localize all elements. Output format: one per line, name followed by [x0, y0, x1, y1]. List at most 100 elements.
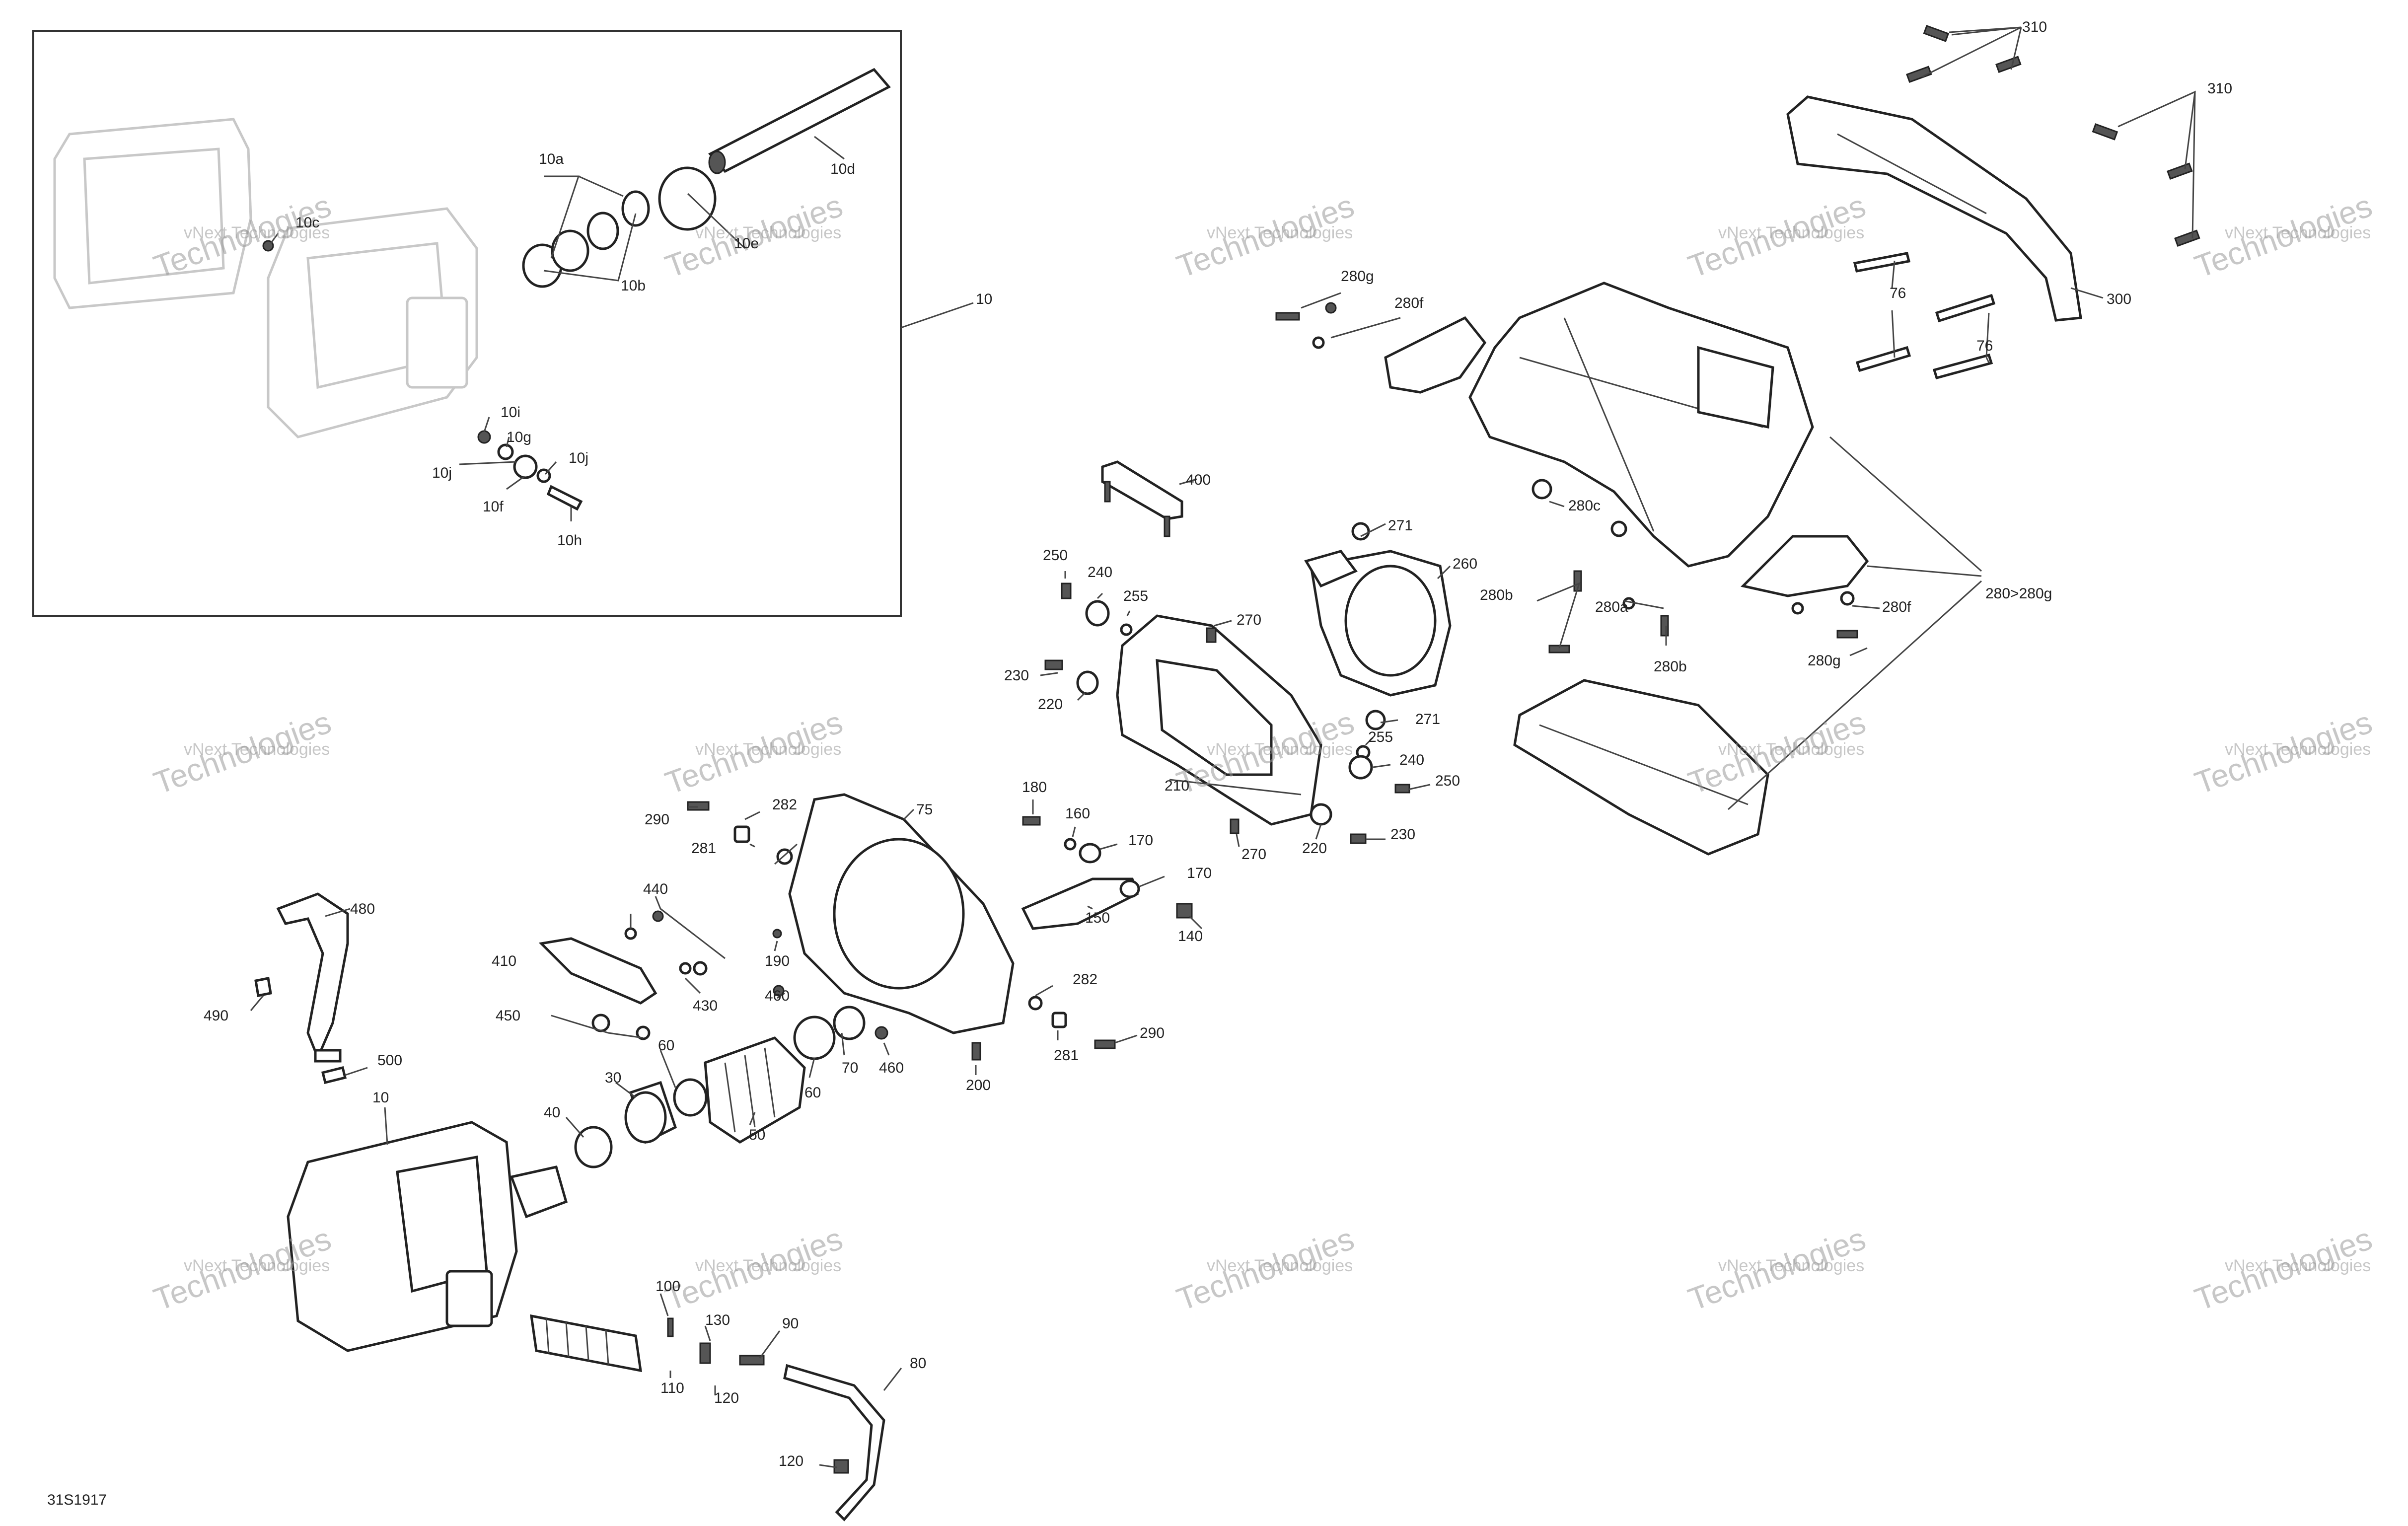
callout-label: 450 — [496, 1008, 520, 1024]
bolts-76 — [1853, 252, 1996, 380]
callout-label: 300 — [2107, 291, 2131, 307]
shield-280f-lower — [1741, 535, 1869, 597]
callout-label: 220 — [1302, 840, 1327, 857]
callout-label: 460 — [765, 988, 790, 1004]
callout-label: 280g — [1341, 268, 1374, 285]
callout-label: 75 — [916, 801, 933, 818]
bellows-100 — [530, 1314, 642, 1373]
callout-label: 60 — [804, 1085, 821, 1101]
callout-label: 460 — [879, 1060, 904, 1076]
callout-label: 280f — [1882, 599, 1911, 615]
callout-label: 90 — [782, 1315, 799, 1332]
hardware-10f-10j — [262, 240, 583, 511]
watermark: vNext Technologies — [1207, 223, 1353, 242]
callout-label: 50 — [749, 1127, 765, 1143]
callout-label: 10 — [372, 1090, 389, 1106]
heat-shield-lower — [1513, 679, 1769, 856]
mid-leaders — [1032, 478, 1451, 930]
callout-label: 10h — [557, 532, 582, 549]
callout-label: 210 — [1165, 778, 1189, 794]
callout-label: 200 — [966, 1077, 991, 1093]
link-arm-150 — [1021, 816, 1193, 930]
bracket-300 — [1786, 95, 2082, 322]
frame-210 — [1116, 614, 1322, 826]
callout-label: 280g — [1808, 653, 1841, 669]
callout-label: 170 — [1187, 865, 1212, 881]
watermark: vNext Technologies — [1718, 740, 1864, 759]
callout-label: 170 — [1128, 832, 1153, 849]
callout-label: 100 — [656, 1278, 680, 1295]
callout-label: 282 — [1073, 971, 1097, 988]
callout-label: 120 — [714, 1390, 739, 1406]
callout-label: 255 — [1368, 729, 1393, 745]
callout-label: 310 — [2207, 80, 2232, 97]
watermark: vNext Technologies — [695, 740, 841, 759]
callout-label: 240 — [1399, 752, 1424, 768]
watermark: vNext Technologies — [1207, 1256, 1353, 1275]
lower-leaders — [250, 806, 1138, 1468]
callout-labels: 10c 10a 10d 10e 10b 10 10i 10g 10j 10j 1… — [47, 19, 2232, 1508]
callout-label: 480 — [350, 901, 375, 917]
cover-hardware — [1275, 302, 1858, 654]
callout-label: 255 — [1123, 588, 1148, 604]
callout-label: 400 — [1186, 472, 1211, 488]
callout-label: 10d — [830, 161, 855, 177]
frame-hardware — [1044, 522, 1410, 844]
callout-label: 240 — [1088, 564, 1112, 581]
tube-seals-30-60 — [574, 1006, 866, 1168]
callout-label: 10f — [483, 499, 504, 515]
callout-label: 76 — [1976, 338, 1993, 354]
callout-label: 280>280g — [1985, 585, 2052, 602]
callout-label: 140 — [1178, 928, 1203, 945]
lower-hardware — [591, 801, 1116, 1522]
callout-label: 271 — [1388, 517, 1413, 534]
callout-label: 76 — [1890, 285, 1906, 301]
callout-label: 130 — [705, 1312, 730, 1328]
callout-label: 250 — [1043, 547, 1068, 564]
watermark: vNext Technologies — [184, 1256, 330, 1275]
shroud-260 — [1304, 550, 1452, 697]
callout-label: 180 — [1022, 779, 1047, 796]
strap-480 — [254, 892, 349, 1085]
callout-label: 10 — [976, 291, 992, 307]
callout-label: 10i — [501, 404, 520, 421]
strap-400 — [1101, 460, 1183, 537]
callout-label: 260 — [1453, 556, 1477, 572]
inset-housing-outline — [53, 118, 478, 438]
callout-label: 120 — [779, 1453, 803, 1469]
shield-280f-upper — [1384, 316, 1487, 394]
watermark: vNext Technologies — [695, 1256, 841, 1275]
callout-label: 10b — [621, 278, 646, 294]
callout-label: 160 — [1065, 805, 1090, 822]
diagram-code: 31S1917 — [47, 1492, 107, 1508]
bellows-50 — [704, 1036, 806, 1144]
callout-label: 270 — [1237, 612, 1261, 628]
mount-plate-75 — [788, 793, 1015, 1034]
main-cover-280 — [1468, 282, 1814, 568]
watermark: vNext Technologies — [2225, 1256, 2371, 1275]
callout-label: 430 — [693, 998, 718, 1014]
callout-label: 310 — [2022, 19, 2047, 35]
main-housing-10 — [287, 1121, 568, 1352]
bracket-410 — [538, 937, 657, 1005]
callout-label: 500 — [377, 1052, 402, 1069]
watermark: vNext Technologies — [1718, 223, 1864, 242]
callout-label: 270 — [1241, 846, 1266, 863]
callout-label: 230 — [1390, 826, 1415, 843]
watermark: vNext Technologies — [2225, 223, 2371, 242]
shaft-10d — [708, 68, 891, 174]
watermark: vNext Technologies — [1207, 740, 1353, 759]
callout-label: 30 — [605, 1070, 621, 1086]
callout-label: 110 — [660, 1380, 684, 1396]
callout-label: 10c — [295, 215, 319, 231]
callout-label: 230 — [1004, 667, 1029, 684]
callout-label: 280f — [1394, 295, 1424, 311]
callout-label: 10a — [539, 151, 564, 167]
watermark: vNext Technologies — [1718, 1256, 1864, 1275]
callout-label: 40 — [544, 1104, 560, 1121]
callout-label: 10g — [507, 429, 531, 445]
callout-label: 290 — [1140, 1025, 1165, 1041]
callout-label: 70 — [842, 1060, 858, 1076]
callout-label: 10e — [734, 235, 759, 252]
